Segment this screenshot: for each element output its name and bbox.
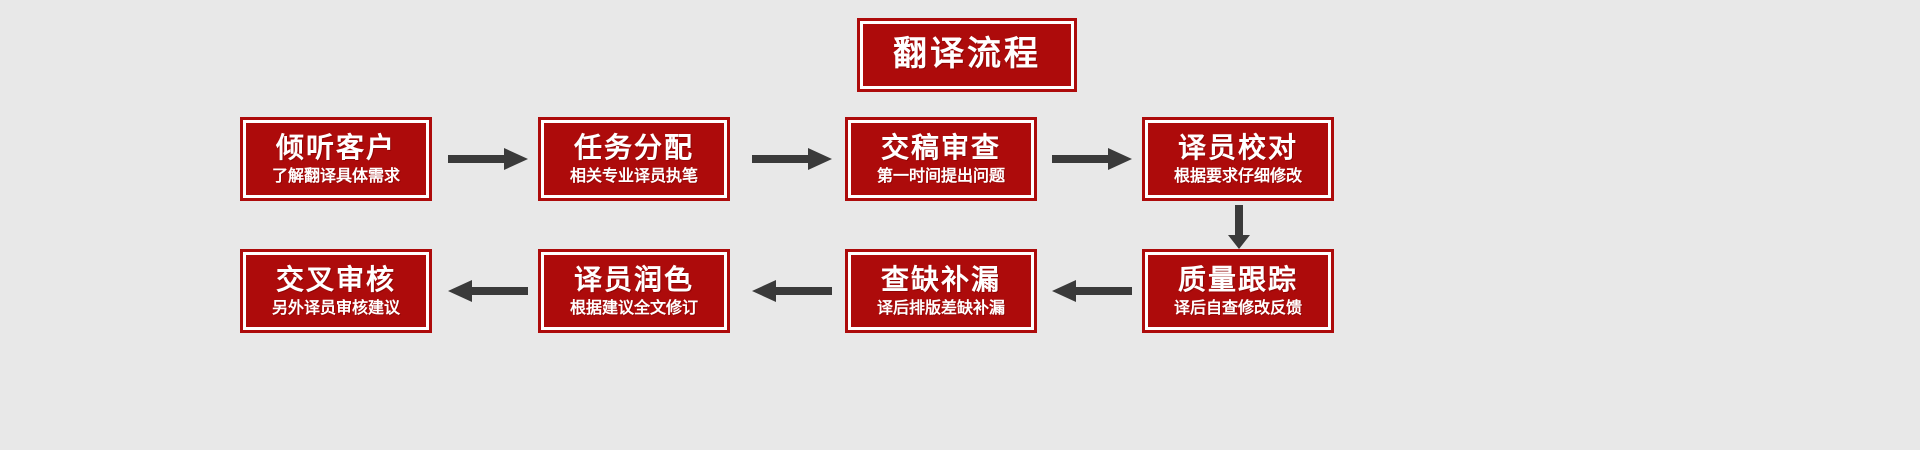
arrow-row1-3to4 <box>1050 146 1134 172</box>
process-step-3-title: 交稿审查 <box>880 131 1001 165</box>
process-step-5-subtitle: 译后自查修改反馈 <box>1173 297 1302 317</box>
process-step-6-box: 查缺补漏 译后排版差缺补漏 <box>845 249 1037 333</box>
flowchart-title-text: 翻译流程 <box>893 34 1041 75</box>
process-step-7-subtitle: 根据建议全文修订 <box>569 297 698 317</box>
arrow-row1-1to2 <box>446 146 530 172</box>
process-step-8-title: 交叉审核 <box>275 263 396 297</box>
process-step-8-subtitle: 另外译员审核建议 <box>271 297 400 317</box>
flowchart-title-box: 翻译流程 <box>857 18 1077 92</box>
process-step-2-box: 任务分配 相关专业译员执笔 <box>538 117 730 201</box>
process-step-3-subtitle: 第一时间提出问题 <box>876 165 1005 185</box>
process-step-8-box: 交叉审核 另外译员审核建议 <box>240 249 432 333</box>
process-step-1-box: 倾听客户 了解翻译具体需求 <box>240 117 432 201</box>
process-step-6-subtitle: 译后排版差缺补漏 <box>876 297 1005 317</box>
arrow-row1-2to3 <box>750 146 834 172</box>
process-step-4-subtitle: 根据要求仔细修改 <box>1173 165 1302 185</box>
process-step-1-title: 倾听客户 <box>275 131 396 165</box>
arrow-row2-2to1 <box>446 278 530 304</box>
arrow-row1to2-down <box>1226 203 1252 251</box>
process-step-7-title: 译员润色 <box>573 263 694 297</box>
process-step-2-subtitle: 相关专业译员执笔 <box>569 165 698 185</box>
process-step-5-box: 质量跟踪 译后自查修改反馈 <box>1142 249 1334 333</box>
process-step-2-title: 任务分配 <box>573 131 694 165</box>
process-step-4-box: 译员校对 根据要求仔细修改 <box>1142 117 1334 201</box>
process-step-7-box: 译员润色 根据建议全文修订 <box>538 249 730 333</box>
process-step-1-subtitle: 了解翻译具体需求 <box>271 165 400 185</box>
process-step-5-title: 质量跟踪 <box>1177 263 1298 297</box>
arrow-row2-4to3 <box>1050 278 1134 304</box>
process-step-4-title: 译员校对 <box>1177 131 1298 165</box>
process-step-3-box: 交稿审查 第一时间提出问题 <box>845 117 1037 201</box>
process-step-6-title: 查缺补漏 <box>880 263 1001 297</box>
arrow-row2-3to2 <box>750 278 834 304</box>
